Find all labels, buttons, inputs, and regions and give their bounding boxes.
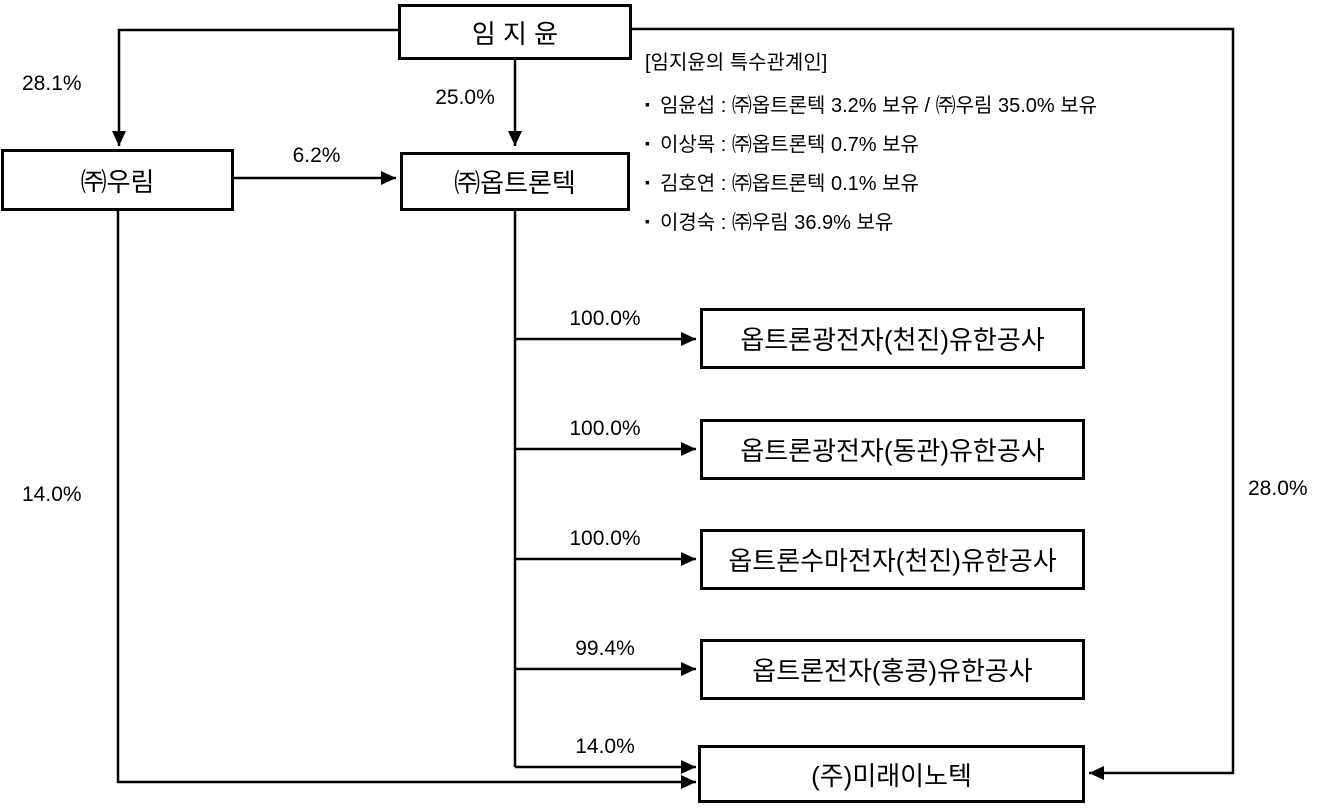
bullet-icon: ▪ — [645, 134, 650, 151]
label-optrontec-to-dongguan: 100.0% — [569, 417, 641, 440]
edge-person-to-mirae — [632, 27, 1235, 780]
edge-person-to-woorim — [112, 28, 398, 146]
bullet-icon: ▪ — [645, 95, 650, 112]
related-persons-note-item: ▪ 임윤섭 : ㈜옵트론텍 3.2% 보유 / ㈜우림 35.0% 보유 — [645, 91, 1098, 117]
node-sub-dongguan: 옵트론광전자(동관)유한공사 — [700, 419, 1085, 480]
node-sub-tianjin: 옵트론광전자(천진)유한공사 — [700, 308, 1085, 369]
node-woorim: ㈜우림 — [1, 149, 234, 211]
note-item-text: 김호연 : ㈜옵트론텍 0.1% 보유 — [659, 173, 919, 195]
label-woorim-to-mirae: 14.0% — [22, 483, 82, 506]
node-mirae: (주)미래이노텍 — [698, 745, 1085, 803]
label-woorim-to-optrontec: 6.2% — [292, 144, 341, 167]
node-optrontec: ㈜옵트론텍 — [400, 152, 630, 211]
label-optrontec-to-mirae: 14.0% — [575, 735, 635, 758]
related-persons-note-item: ▪ 이경숙 : ㈜우림 36.9% 보유 — [645, 208, 1097, 234]
label-optrontec-to-hongkong: 99.4% — [575, 637, 635, 660]
node-person: 임 지 윤 — [398, 4, 632, 60]
related-persons-note-title: [임지윤의 특수관계인] — [645, 52, 828, 74]
label-person-to-optrontec: 25.0% — [435, 86, 495, 109]
note-item-text: 이상목 : ㈜옵트론텍 0.7% 보유 — [659, 134, 919, 156]
related-persons-note: [임지윤의 특수관계인] ▪ 임윤섭 : ㈜옵트론텍 3.2% 보유 / ㈜우림… — [645, 46, 1097, 247]
node-sub-suma: 옵트론수마전자(천진)유한공사 — [700, 529, 1085, 590]
label-person-to-mirae: 28.0% — [1248, 477, 1308, 500]
edge-woorim-to-mirae — [116, 211, 696, 789]
node-sub-hongkong: 옵트론전자(홍콩)유한공사 — [700, 639, 1085, 700]
label-optrontec-to-suma: 100.0% — [569, 527, 641, 550]
related-persons-note-item: ▪ 이상목 : ㈜옵트론텍 0.7% 보유 — [645, 130, 1097, 156]
label-optrontec-to-tianjin: 100.0% — [569, 307, 641, 330]
bullet-icon: ▪ — [645, 212, 650, 229]
related-persons-note-item: ▪ 김호연 : ㈜옵트론텍 0.1% 보유 — [645, 169, 1097, 195]
bullet-icon: ▪ — [645, 173, 650, 190]
note-item-text: 이경숙 : ㈜우림 36.9% 보유 — [659, 212, 894, 234]
label-person-to-woorim: 28.1% — [22, 72, 82, 95]
note-item-text: 임윤섭 : ㈜옵트론텍 3.2% 보유 / ㈜우림 35.0% 보유 — [659, 95, 1098, 117]
